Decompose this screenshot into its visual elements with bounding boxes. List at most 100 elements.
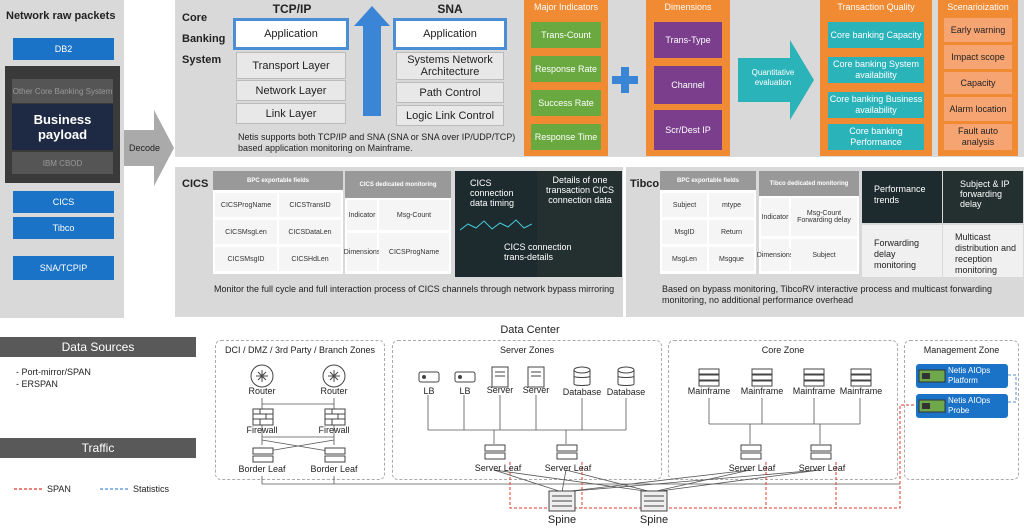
other-core-label: Other Core Banking System: [12, 79, 113, 103]
tibco-indicator-value: Msg-Count Forwarding delay: [791, 198, 857, 236]
tq-system-availability[interactable]: Core banking System availability: [828, 57, 924, 83]
mainframe-label: Mainframe: [839, 386, 883, 396]
server-icon: [527, 366, 545, 388]
decode-arrow-icon: [124, 110, 174, 186]
server-leaf-label: Server Leaf: [728, 463, 776, 473]
database-label: Database: [606, 387, 646, 397]
aiops-probe-label: Netis AIOps Probe: [948, 396, 991, 415]
mainframe-icon: [698, 368, 720, 387]
span-legend-label: SPAN: [47, 484, 71, 494]
data-center-title: Data Center: [500, 324, 560, 336]
tcp-network-layer[interactable]: Network Layer: [236, 80, 346, 101]
tibco-forwarding-shot: [862, 225, 942, 277]
sna-tcpip-button[interactable]: SNA/TCPIP: [13, 256, 114, 280]
tibco-indicator-label: Indicator: [761, 198, 789, 236]
plus-icon: [612, 67, 638, 93]
scenario-capacity[interactable]: Capacity: [944, 72, 1012, 94]
border-leaf-label: Border Leaf: [238, 464, 286, 474]
spine-icon: [548, 490, 576, 512]
sna-architecture-layer[interactable]: Systems Network Architecture: [396, 52, 504, 80]
cics-indicator-label: Indicator: [347, 200, 377, 230]
tq-performance[interactable]: Core banking Performance: [828, 124, 924, 150]
management-zone: [904, 340, 1019, 480]
statistics-legend-label: Statistics: [133, 484, 170, 494]
mainframe-icon: [751, 368, 773, 387]
sna-path-control[interactable]: Path Control: [396, 82, 504, 103]
server-leaf-icon: [740, 444, 762, 460]
tcp-application-layer[interactable]: Application: [233, 18, 349, 50]
cics-field: CICSMsgLen: [215, 220, 277, 244]
tcpip-title: TCP/IP: [272, 2, 312, 16]
appliance-icon: [918, 399, 946, 413]
tibco-dimension-value: Subject: [791, 239, 857, 271]
firewall-icon: [252, 408, 274, 426]
lb-label: LB: [423, 386, 435, 396]
server-leaf-label: Server Leaf: [474, 463, 522, 473]
tcp-transport-layer[interactable]: Transport Layer: [236, 52, 346, 79]
server-leaf-icon: [556, 444, 578, 460]
mainframe-label: Mainframe: [792, 386, 836, 396]
cics-field: CICSMsgID: [215, 247, 277, 271]
data-source-item: - Port-mirror/SPAN: [16, 367, 91, 377]
tibco-description: Based on bypass monitoring, TibcoRV inte…: [662, 284, 992, 305]
indicator-response-rate[interactable]: Response Rate: [531, 56, 601, 82]
cics-transaction-label: Details of one transaction CICS connecti…: [545, 175, 615, 205]
cics-button[interactable]: CICS: [13, 191, 114, 213]
tibco-field: MsgID: [662, 220, 707, 244]
scenario-fault-auto-analysis[interactable]: Fault auto analysis: [944, 124, 1012, 150]
indicator-trans-count[interactable]: Trans-Count: [531, 22, 601, 48]
quantitative-arrow-icon: [738, 40, 814, 120]
spine-label: Spine: [547, 514, 577, 526]
tibco-field: MsgLen: [662, 247, 707, 271]
tibco-dimension-label: Dimensions: [757, 239, 793, 271]
server-leaf-icon: [810, 444, 832, 460]
sna-application-layer[interactable]: Application: [393, 18, 507, 50]
tibco-field: Msgque: [709, 247, 754, 271]
border-leaf-icon: [252, 447, 274, 463]
tibco-title: Tibco: [630, 178, 660, 190]
scenario-early-warning[interactable]: Early warning: [944, 18, 1012, 42]
span-legend-icon: [14, 488, 44, 490]
aiops-platform-label: Netis AIOps Platform: [948, 366, 991, 385]
traffic-header: Traffic: [0, 438, 196, 458]
firewall-label: Firewall: [246, 425, 278, 435]
cics-field: CICSTransID: [279, 193, 341, 217]
server-zone: [392, 340, 662, 480]
dimension-trans-type[interactable]: Trans-Type: [654, 22, 722, 58]
server-leaf-icon: [484, 444, 506, 460]
mainframe-icon: [803, 368, 825, 387]
statistics-legend-icon: [100, 488, 130, 490]
scenario-alarm-location[interactable]: Alarm location: [944, 97, 1012, 121]
dimension-channel[interactable]: Channel: [654, 66, 722, 104]
appliance-icon: [918, 369, 946, 383]
indicator-response-time[interactable]: Response Time: [531, 124, 601, 150]
cics-field: CICSDataLen: [279, 220, 341, 244]
sna-logic-link-control[interactable]: Logic Link Control: [396, 105, 504, 126]
transaction-quality-title: Transaction Quality: [837, 2, 915, 12]
router-label: Router: [320, 386, 348, 396]
scenario-impact-scope[interactable]: Impact scope: [944, 45, 1012, 69]
spine-label: Spine: [639, 514, 669, 526]
server-leaf-label: Server Leaf: [798, 463, 846, 473]
cics-indicator-value: Msg-Count: [379, 200, 449, 230]
mainframe-label: Mainframe: [740, 386, 784, 396]
mainframe-label: Mainframe: [687, 386, 731, 396]
tq-capacity[interactable]: Core banking Capacity: [828, 22, 924, 48]
cics-field: CICSProgName: [215, 193, 277, 217]
dci-zone-title: DCI / DMZ / 3rd Party / Branch Zones: [224, 345, 376, 355]
indicator-success-rate[interactable]: Success Rate: [531, 90, 601, 116]
cics-screenshot-right: [537, 171, 622, 277]
mainframe-icon: [850, 368, 872, 387]
tibco-subject-shot: [943, 171, 1023, 223]
tibco-button[interactable]: Tibco: [13, 217, 114, 239]
up-arrow-icon: [354, 6, 390, 116]
database-icon: [573, 366, 591, 386]
tq-business-availability[interactable]: Core banking Business availability: [828, 92, 924, 118]
db2-button[interactable]: DB2: [13, 38, 114, 60]
tibco-field: mtype: [709, 193, 754, 217]
dimension-scr-dest-ip[interactable]: Scr/Dest IP: [654, 110, 722, 150]
tcp-link-layer[interactable]: Link Layer: [236, 103, 346, 124]
ibm-cbod-label: IBM CBOD: [12, 152, 113, 174]
database-icon: [617, 366, 635, 386]
firewall-label: Firewall: [318, 425, 350, 435]
